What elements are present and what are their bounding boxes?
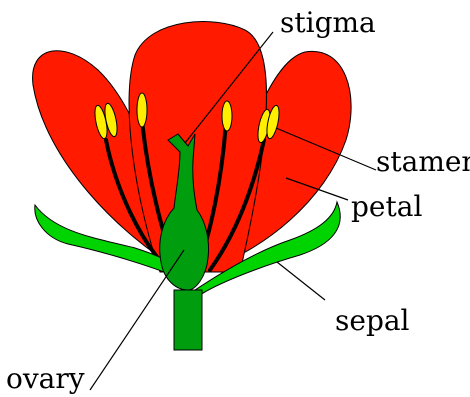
label-petal: petal xyxy=(351,190,422,223)
label-ovary: ovary xyxy=(6,362,85,395)
label-stigma: stigma xyxy=(280,6,376,39)
stem xyxy=(174,290,202,350)
label-stamen: stamen xyxy=(376,145,470,178)
label-sepal: sepal xyxy=(335,304,410,337)
